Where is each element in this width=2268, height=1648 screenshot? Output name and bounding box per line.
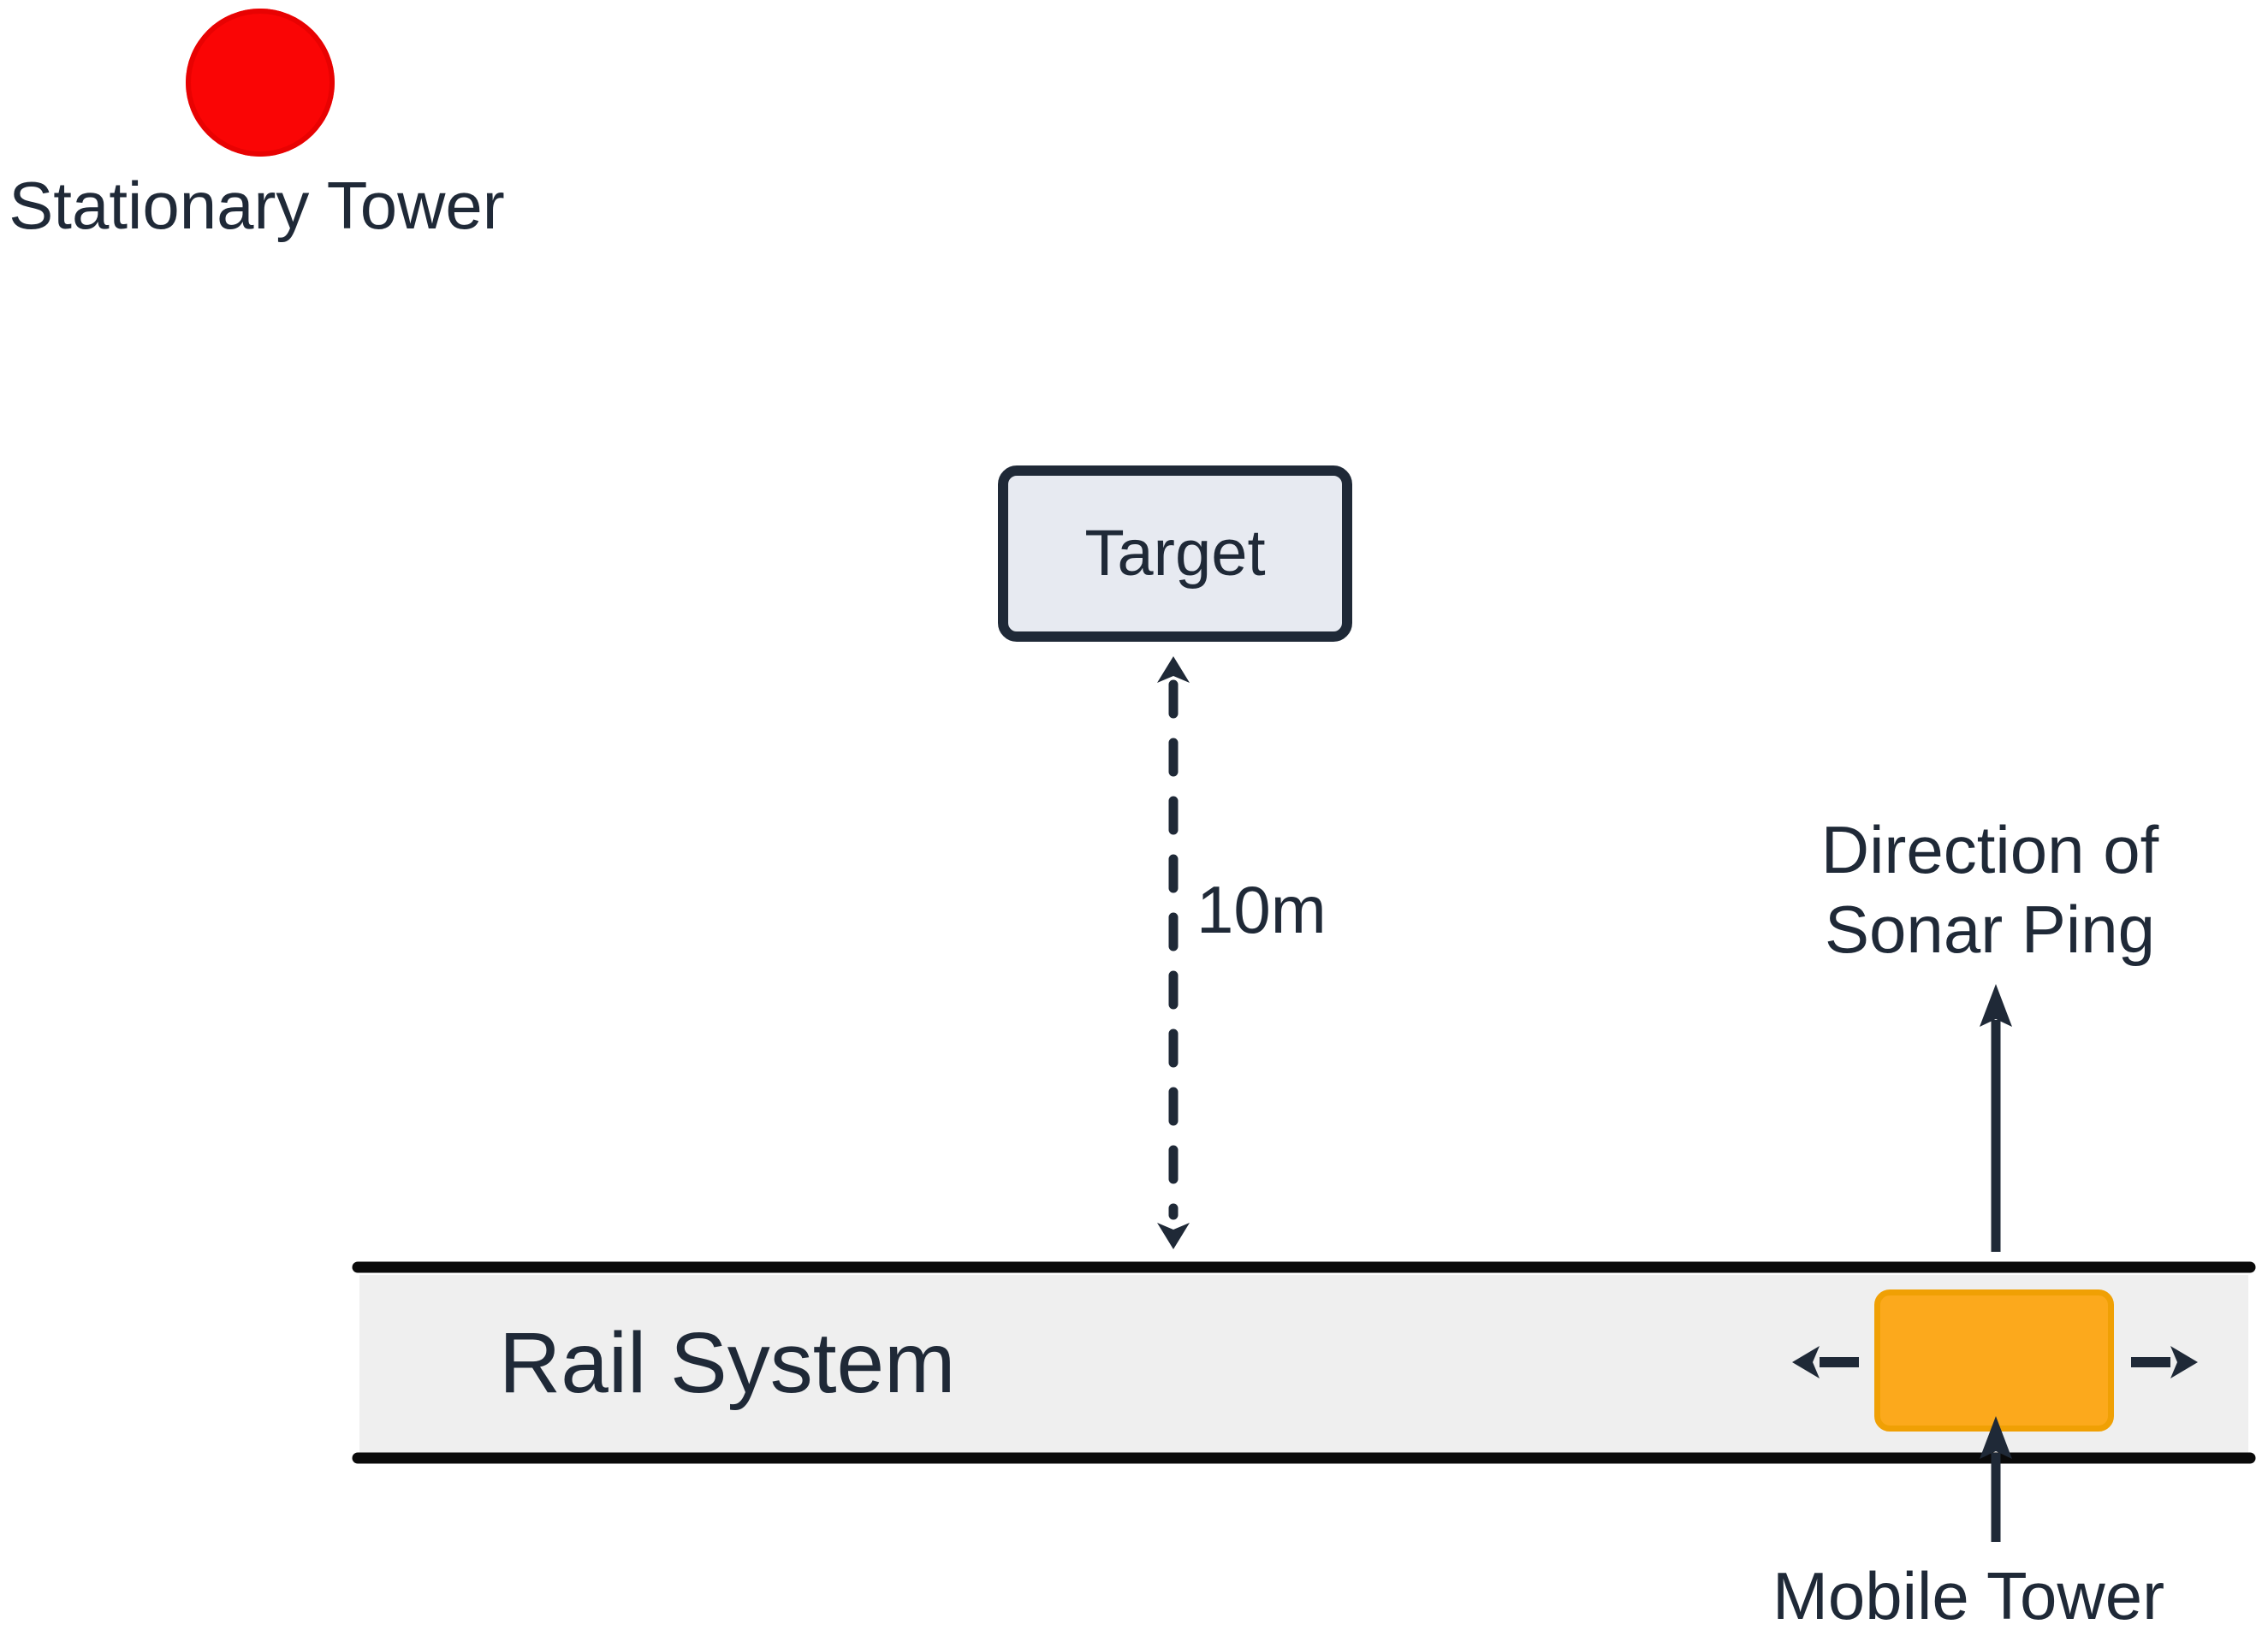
stationary-tower-dot-icon — [186, 9, 335, 157]
target-box: Target — [998, 465, 1352, 642]
distance-arrow-down-head — [1157, 1223, 1190, 1249]
sonar-ping-arrow-head — [1980, 984, 2012, 1027]
move-left-arrow-icon — [1792, 1346, 1859, 1378]
move-right-arrow-icon — [2131, 1346, 2198, 1378]
sonar-direction-label-line1: Direction of — [1820, 812, 2159, 887]
move-left-arrow-head — [1792, 1346, 1820, 1378]
target-label: Target — [1084, 517, 1266, 590]
mobile-tower-box — [1874, 1289, 2114, 1432]
rail-track-fill — [359, 1275, 2248, 1453]
mobile-tower-pointer-head — [1980, 1416, 2012, 1459]
distance-label: 10m — [1196, 872, 1327, 947]
distance-arrow-up-head — [1157, 656, 1190, 683]
mobile-tower-label: Mobile Tower — [1772, 1558, 2165, 1633]
sonar-direction-label-line2: Sonar Ping — [1825, 892, 2155, 967]
stationary-tower-label: Stationary Tower — [9, 168, 505, 243]
sonar-ping-arrow-icon — [1980, 984, 2012, 1252]
distance-dashed-arrow-icon — [1157, 656, 1190, 1249]
move-right-arrow-head — [2170, 1346, 2198, 1378]
rail-system-label: Rail System — [499, 1315, 956, 1411]
mobile-tower-pointer-arrow-icon — [1980, 1416, 2012, 1542]
